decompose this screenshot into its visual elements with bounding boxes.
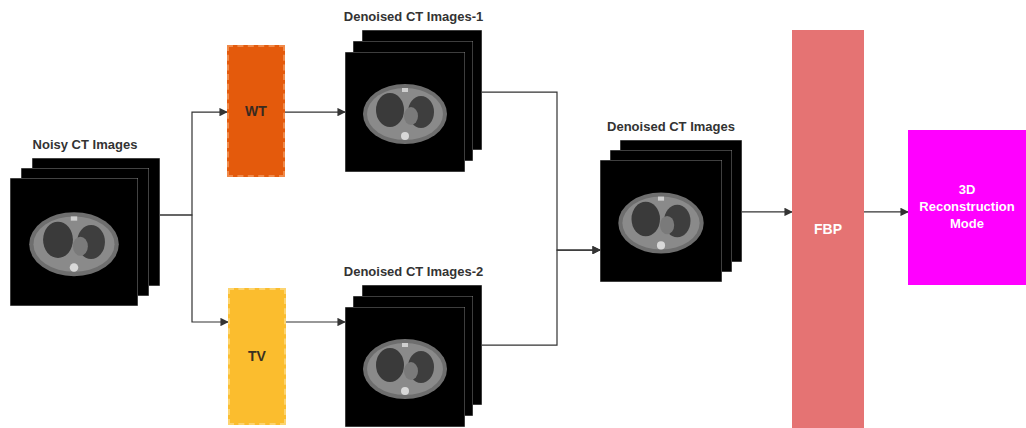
box-label: FBP [814,220,842,238]
box-label: TV [248,347,266,365]
arrow-connector [482,250,600,345]
output-box: 3D Reconstruction Mode [908,130,1026,285]
box-label: WT [245,102,267,120]
arrow-connector [160,112,227,215]
arrow-connector [864,211,908,212]
arrow-connector [742,211,792,212]
box-label: 3D Reconstruction Mode [912,182,1022,233]
arrow-connector [160,215,228,322]
stack-heading: Denoised CT Images [580,119,762,134]
stack-heading: Noisy CT Images [0,137,180,152]
arrow-connector [285,111,345,112]
arrow-connector [286,321,345,322]
image-stack: Denoised CT Images-2 [345,285,482,428]
stack-heading: Denoised CT Images-1 [325,9,502,24]
image-stack: Noisy CT Images [10,158,160,306]
process-box: TV [228,288,286,425]
arrow-connector [482,92,600,250]
stack-heading: Denoised CT Images-2 [325,264,502,279]
image-stack: Denoised CT Images [600,140,742,283]
process-box: WT [227,45,285,177]
process-bar: FBP [792,30,864,428]
image-stack: Denoised CT Images-1 [345,30,482,172]
